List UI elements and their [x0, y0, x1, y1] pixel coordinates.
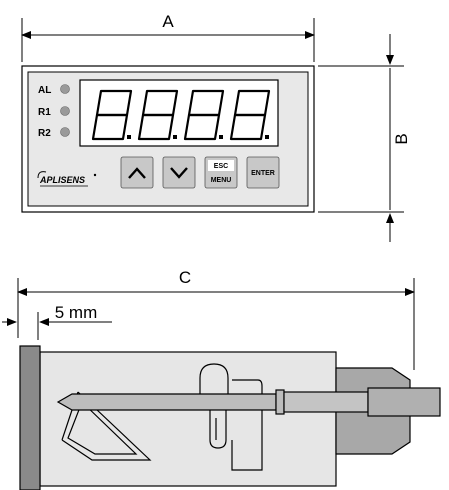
led-r1-icon: [60, 106, 70, 116]
led-al-icon: [60, 84, 70, 94]
esc-label: ESC: [214, 163, 228, 170]
digit-4: [229, 89, 271, 141]
dimension-b-label: B: [392, 133, 411, 144]
seven-segment-display: [91, 89, 271, 141]
dimension-c: C: [17, 268, 415, 370]
brand-logo: APLISENS: [37, 171, 97, 187]
indicator-r2-label: R2: [38, 128, 51, 139]
mounting-clip: [61, 363, 263, 471]
screw-rod: [56, 393, 277, 411]
front-flange: [19, 345, 41, 490]
digit-3: [183, 89, 225, 141]
screw-nut: [275, 389, 285, 415]
enter-button[interactable]: ENTER: [246, 156, 280, 189]
front-panel: AL R1 R2: [21, 65, 315, 213]
indicator-r2: R2: [38, 127, 70, 139]
up-button[interactable]: [120, 156, 154, 189]
decimal-point-2: [173, 135, 177, 139]
indicator-r1: R1: [38, 106, 70, 118]
housing-body: [39, 351, 337, 487]
digit-1: [91, 89, 133, 141]
led-r2-icon: [60, 127, 70, 137]
indicator-r1-label: R1: [38, 107, 51, 118]
screw-shaft: [283, 391, 369, 413]
panel-thickness-label: 5 mm: [55, 303, 98, 322]
dimension-a-label: A: [162, 12, 174, 31]
side-view: [19, 345, 441, 490]
dimension-a: A: [21, 12, 315, 62]
decimal-point-4: [265, 135, 269, 139]
down-button[interactable]: [162, 156, 196, 189]
digit-2: [137, 89, 179, 141]
decimal-point-1: [127, 135, 131, 139]
chevron-down-icon: [170, 167, 188, 179]
dimension-b: B: [318, 34, 411, 242]
indicator-al: AL: [38, 84, 70, 96]
indicator-al-label: AL: [38, 85, 51, 96]
brand-text: APLISENS: [39, 175, 85, 185]
screw-head: [367, 387, 441, 417]
dimension-c-label: C: [179, 268, 191, 287]
esc-menu-button[interactable]: ESC MENU: [204, 156, 238, 189]
menu-label: MENU: [211, 177, 232, 184]
chevron-up-icon: [128, 167, 146, 179]
decimal-point-3: [219, 135, 223, 139]
dimension-panel-thickness: 5 mm: [2, 303, 112, 340]
enter-label: ENTER: [251, 170, 275, 177]
